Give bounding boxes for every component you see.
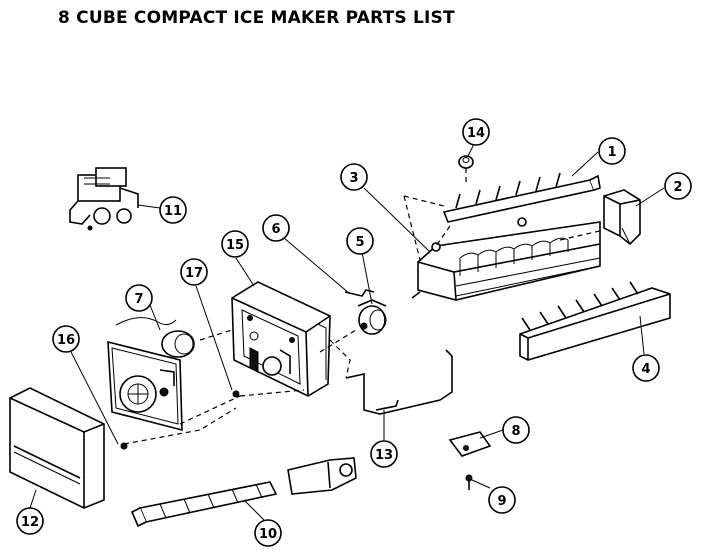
part-stripper — [519, 281, 671, 361]
callout-label: 6 — [271, 222, 280, 237]
part-screw — [465, 474, 473, 490]
callout-14: 14 — [462, 118, 490, 146]
leader-lines — [29, 139, 665, 521]
part-thermostat — [357, 299, 387, 335]
callout-label: 16 — [57, 333, 75, 348]
part-control-housing — [231, 281, 331, 397]
callout-12: 12 — [16, 507, 44, 535]
callout-label: 5 — [355, 235, 364, 250]
callout-label: 13 — [375, 448, 393, 463]
part-bracket — [448, 431, 492, 457]
callout-label: 3 — [349, 171, 358, 186]
callout-label: 9 — [497, 494, 506, 509]
callout-1: 1 — [598, 137, 626, 165]
callout-label: 2 — [673, 180, 682, 195]
callout-label: 4 — [641, 362, 650, 377]
callout-label: 8 — [511, 424, 520, 439]
callout-2: 2 — [664, 172, 692, 200]
callout-11: 11 — [159, 196, 187, 224]
part-motor-plate — [107, 317, 195, 432]
callout-3: 3 — [340, 163, 368, 191]
part-front-cover — [9, 387, 105, 509]
callout-13: 13 — [370, 440, 398, 468]
callout-7: 7 — [125, 284, 153, 312]
callout-16: 16 — [52, 325, 80, 353]
callout-label: 17 — [185, 266, 203, 281]
callout-label: 14 — [467, 126, 485, 141]
callout-label: 10 — [259, 527, 277, 542]
page-title: 8 CUBE COMPACT ICE MAKER PARTS LIST — [58, 8, 455, 28]
callout-10: 10 — [254, 519, 282, 547]
callout-label: 7 — [134, 292, 143, 307]
part-shutoff-arm — [345, 349, 453, 415]
part-ice-mold — [411, 217, 601, 301]
part-ejector-blade — [442, 172, 601, 223]
callout-9: 9 — [488, 486, 516, 514]
callout-label: 1 — [607, 145, 616, 160]
part-bearing — [458, 155, 474, 169]
callout-15: 15 — [221, 230, 249, 258]
callout-label: 12 — [21, 515, 39, 530]
callout-17: 17 — [180, 258, 208, 286]
callout-4: 4 — [632, 354, 660, 382]
callout-5: 5 — [346, 227, 374, 255]
callout-8: 8 — [502, 416, 530, 444]
callout-6: 6 — [262, 214, 290, 242]
callout-label: 15 — [226, 238, 244, 253]
callout-label: 11 — [164, 204, 182, 219]
part-fill-tube — [130, 457, 357, 528]
assembly-lines — [120, 168, 605, 450]
part-water-valve — [69, 167, 139, 231]
part-end-cap — [603, 189, 641, 246]
